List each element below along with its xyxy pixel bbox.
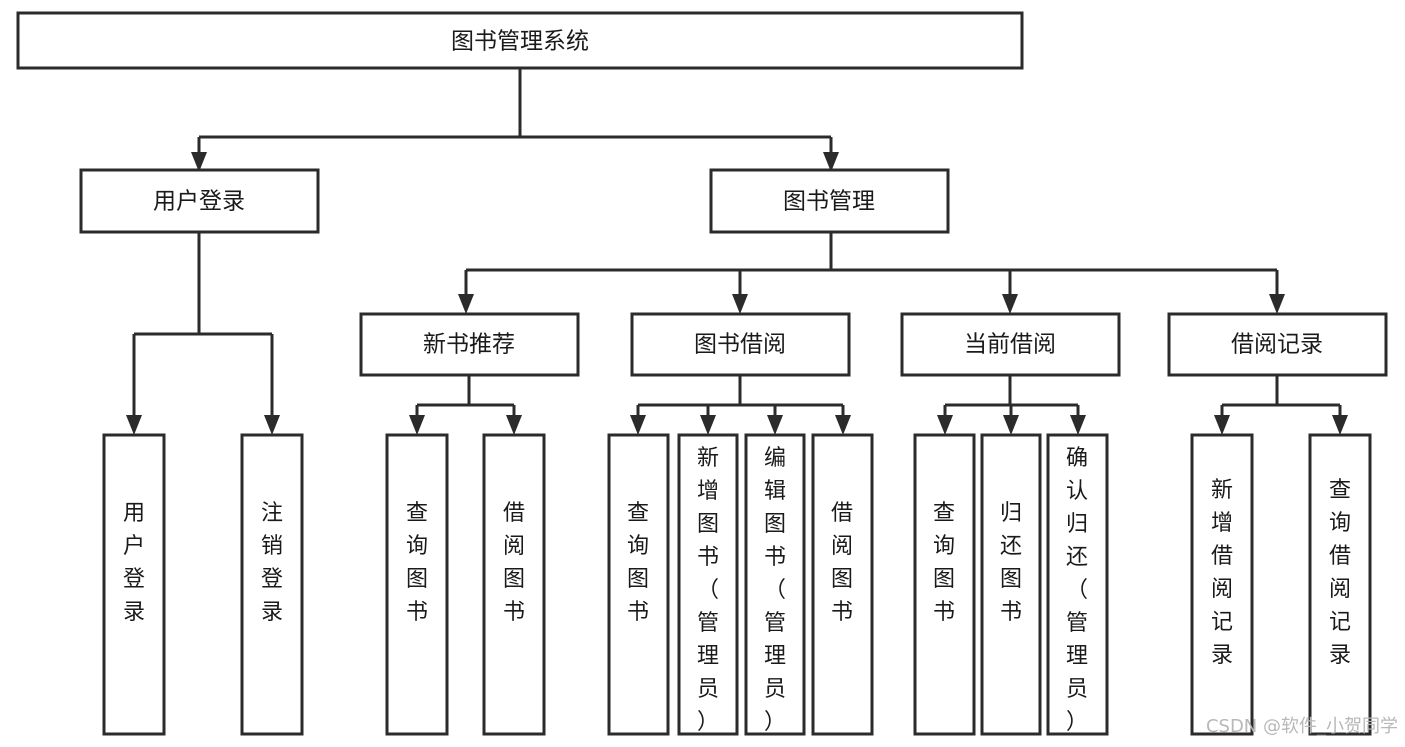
node-leaf-edit-book-box[interactable]: [744, 433, 806, 736]
node-user-login-box[interactable]: [79, 168, 320, 234]
arrow-bb-to-leaf2: [767, 415, 783, 435]
node-new-book-recommend-label: 新书推荐: [423, 332, 515, 358]
arrow-root-to-book-manage: [823, 152, 839, 172]
arrow-bm-to-current-borrow: [1002, 294, 1018, 314]
node-leaf-query-record[interactable]: 查询借阅记录: [1308, 433, 1372, 736]
node-leaf-confirm-return[interactable]: 确认归还（管理员）: [1046, 433, 1109, 736]
arrow-cb-to-leaf1: [1003, 415, 1019, 435]
node-leaf-query-book-3[interactable]: 查询图书: [913, 433, 976, 736]
arrow-bb-to-leaf1: [700, 415, 716, 435]
csdn-watermark: CSDN @软件_小贺同学: [1206, 716, 1398, 737]
node-leaf-user-login-label: 用户登录: [123, 501, 145, 625]
arrow-user-login-to-leaf1: [264, 415, 280, 435]
node-leaf-user-login-box[interactable]: [102, 433, 166, 736]
node-leaf-add-record-box[interactable]: [1190, 433, 1254, 736]
node-leaf-edit-book-label: 编辑图书（管理员）: [764, 446, 786, 735]
node-book-borrow[interactable]: 图书借阅: [630, 312, 851, 377]
node-leaf-borrow-book-2-box[interactable]: [811, 433, 874, 736]
arrow-nbr-to-leaf1: [506, 415, 522, 435]
node-leaf-add-book[interactable]: 新增图书（管理员）: [677, 433, 739, 736]
node-leaf-query-book-1-label: 查询图书: [406, 501, 428, 625]
node-leaf-query-book-2-label: 查询图书: [627, 501, 649, 625]
node-leaf-borrow-book-1-box[interactable]: [482, 433, 546, 736]
node-leaf-query-book-1-box[interactable]: [385, 433, 449, 736]
node-leaf-query-book-2-box[interactable]: [607, 433, 670, 736]
node-leaf-user-logout[interactable]: 注销登录: [240, 433, 304, 736]
node-leaf-borrow-book-1-label: 借阅图书: [503, 501, 525, 625]
arrow-bb-to-leaf3: [835, 415, 851, 435]
node-leaf-confirm-return-label: 确认归还（管理员）: [1066, 446, 1088, 735]
arrow-bb-to-leaf0: [630, 415, 646, 435]
edge-group-current-borrow: [937, 375, 1086, 435]
node-book-manage[interactable]: 图书管理: [709, 168, 950, 234]
edge-group-new-book-recommend: [409, 375, 522, 435]
node-borrow-record-label: 借阅记录: [1231, 332, 1323, 358]
node-leaf-query-book-1[interactable]: 查询图书: [385, 433, 449, 736]
node-leaf-return-book-box[interactable]: [980, 433, 1042, 736]
node-leaf-borrow-book-2-label: 借阅图书: [831, 501, 853, 625]
node-current-borrow[interactable]: 当前借阅: [900, 312, 1121, 377]
node-leaf-query-book-2[interactable]: 查询图书: [607, 433, 670, 736]
node-book-manage-label: 图书管理: [783, 189, 875, 215]
arrow-nbr-to-leaf0: [409, 415, 425, 435]
node-leaf-user-logout-label: 注销登录: [261, 501, 283, 625]
node-root-label: 图书管理系统: [451, 29, 589, 55]
node-borrow-record-box[interactable]: [1167, 312, 1388, 377]
node-leaf-add-book-box[interactable]: [677, 433, 739, 736]
node-book-borrow-label: 图书借阅: [694, 332, 786, 358]
node-root-box[interactable]: [16, 11, 1024, 70]
edge-group-book-borrow: [630, 375, 851, 435]
arrow-cb-to-leaf2: [1070, 415, 1086, 435]
node-leaf-confirm-return-box[interactable]: [1046, 433, 1109, 736]
arrow-root-to-user-login: [191, 152, 207, 172]
arrow-user-login-to-leaf0: [126, 415, 142, 435]
edge-group-user-login: [126, 232, 280, 435]
node-user-login-label: 用户登录: [153, 189, 245, 215]
node-leaf-query-book-3-label: 查询图书: [933, 501, 955, 625]
node-leaf-return-book[interactable]: 归还图书: [980, 433, 1042, 736]
node-leaf-query-book-3-box[interactable]: [913, 433, 976, 736]
node-leaf-query-record-label: 查询借阅记录: [1329, 478, 1351, 668]
arrow-br-to-leaf0: [1214, 415, 1230, 435]
node-leaf-user-logout-box[interactable]: [240, 433, 304, 736]
arrow-br-to-leaf1: [1332, 415, 1348, 435]
node-leaf-query-record-box[interactable]: [1308, 433, 1372, 736]
node-leaf-user-login[interactable]: 用户登录: [102, 433, 166, 736]
node-leaf-borrow-book-1[interactable]: 借阅图书: [482, 433, 546, 736]
node-new-book-recommend-box[interactable]: [359, 312, 580, 377]
node-leaf-add-book-label: 新增图书（管理员）: [697, 446, 719, 735]
node-leaf-edit-book[interactable]: 编辑图书（管理员）: [744, 433, 806, 736]
arrow-bm-to-borrow-record: [1269, 294, 1285, 314]
arrow-cb-to-leaf0: [937, 415, 953, 435]
node-current-borrow-label: 当前借阅: [964, 332, 1056, 358]
node-borrow-record[interactable]: 借阅记录: [1167, 312, 1388, 377]
edge-group-borrow-record: [1214, 375, 1348, 435]
node-book-borrow-box[interactable]: [630, 312, 851, 377]
node-leaf-return-book-label: 归还图书: [1000, 501, 1022, 625]
arrow-bm-to-book-borrow: [732, 294, 748, 314]
edge-group-root: [191, 68, 839, 172]
node-leaf-borrow-book-2[interactable]: 借阅图书: [811, 433, 874, 736]
node-new-book-recommend[interactable]: 新书推荐: [359, 312, 580, 377]
node-current-borrow-box[interactable]: [900, 312, 1121, 377]
edge-group-book-manage: [458, 232, 1285, 314]
node-leaf-add-record-label: 新增借阅记录: [1211, 478, 1233, 668]
arrow-bm-to-new-book: [458, 294, 474, 314]
node-book-manage-box[interactable]: [709, 168, 950, 234]
node-root[interactable]: 图书管理系统: [16, 11, 1024, 70]
node-user-login[interactable]: 用户登录: [79, 168, 320, 234]
node-leaf-add-record[interactable]: 新增借阅记录: [1190, 433, 1254, 736]
